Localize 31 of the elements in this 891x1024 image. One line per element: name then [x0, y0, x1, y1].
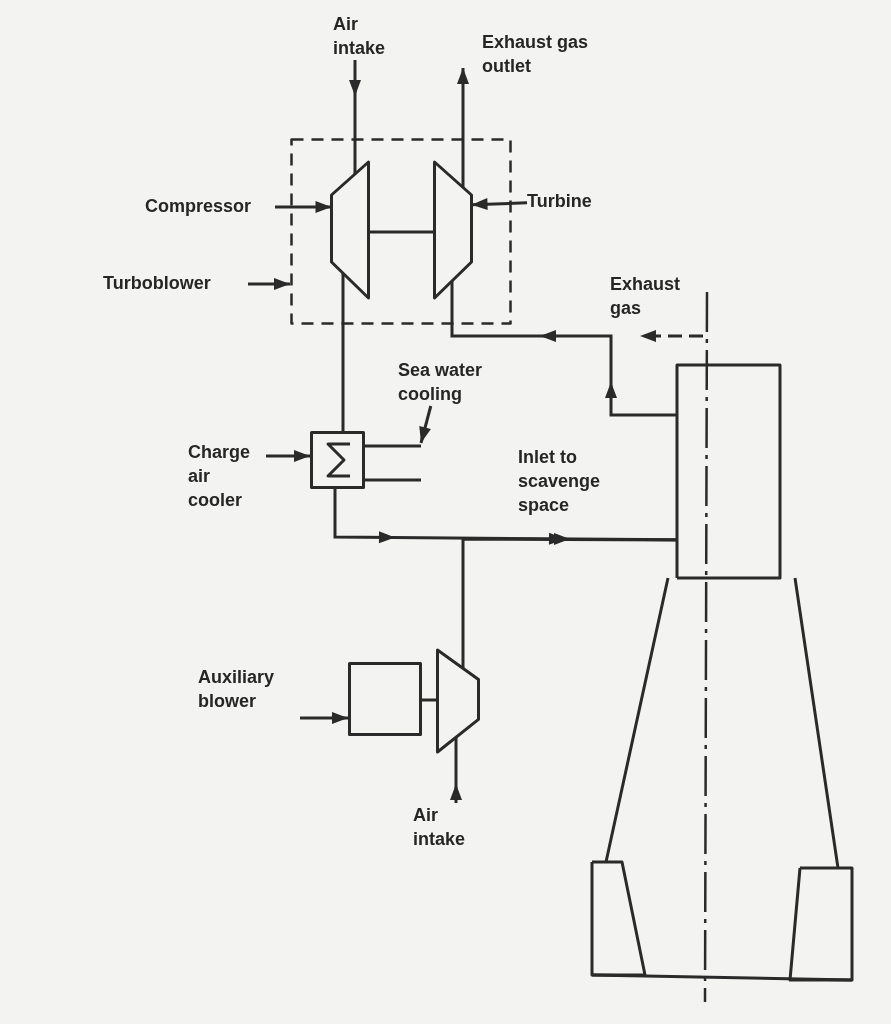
flow-arrow [349, 60, 361, 175]
cooling-label: Sea water cooling [398, 358, 498, 406]
flow-arrow [640, 330, 703, 342]
outlet-label: Exhaust gas outlet [482, 30, 602, 78]
part-label: Charge air cooler [188, 440, 266, 512]
flow-arrow [461, 532, 677, 669]
motor-symbol [348, 662, 422, 736]
flow-arrow [450, 737, 462, 803]
compressor-symbol [330, 160, 370, 300]
part-label: Turbine [527, 189, 617, 213]
intake-label: Air intake [413, 803, 475, 851]
connecting-line [341, 273, 345, 431]
flow-arrow [419, 405, 433, 444]
flow-arrow [450, 280, 677, 417]
blower-symbol [436, 648, 480, 754]
intake-label: Air intake [333, 12, 395, 60]
turbine-symbol [433, 160, 473, 300]
flow-arrow [300, 712, 348, 724]
connecting-line [368, 230, 435, 234]
flow-arrow [266, 450, 310, 462]
part-label: Turboblower [103, 271, 248, 295]
dashed-enclosure [290, 138, 512, 325]
flow-label: Inlet to scavenge space [518, 446, 602, 517]
part-label: Auxiliary blower [198, 665, 298, 713]
flow-arrow [275, 201, 332, 213]
connecting-line [422, 698, 438, 702]
flow-arrow [457, 68, 469, 188]
part-label: Compressor [145, 194, 275, 218]
flow-arrow [248, 278, 290, 290]
flow-arrow [471, 198, 528, 211]
cooler-symbol [310, 431, 421, 489]
